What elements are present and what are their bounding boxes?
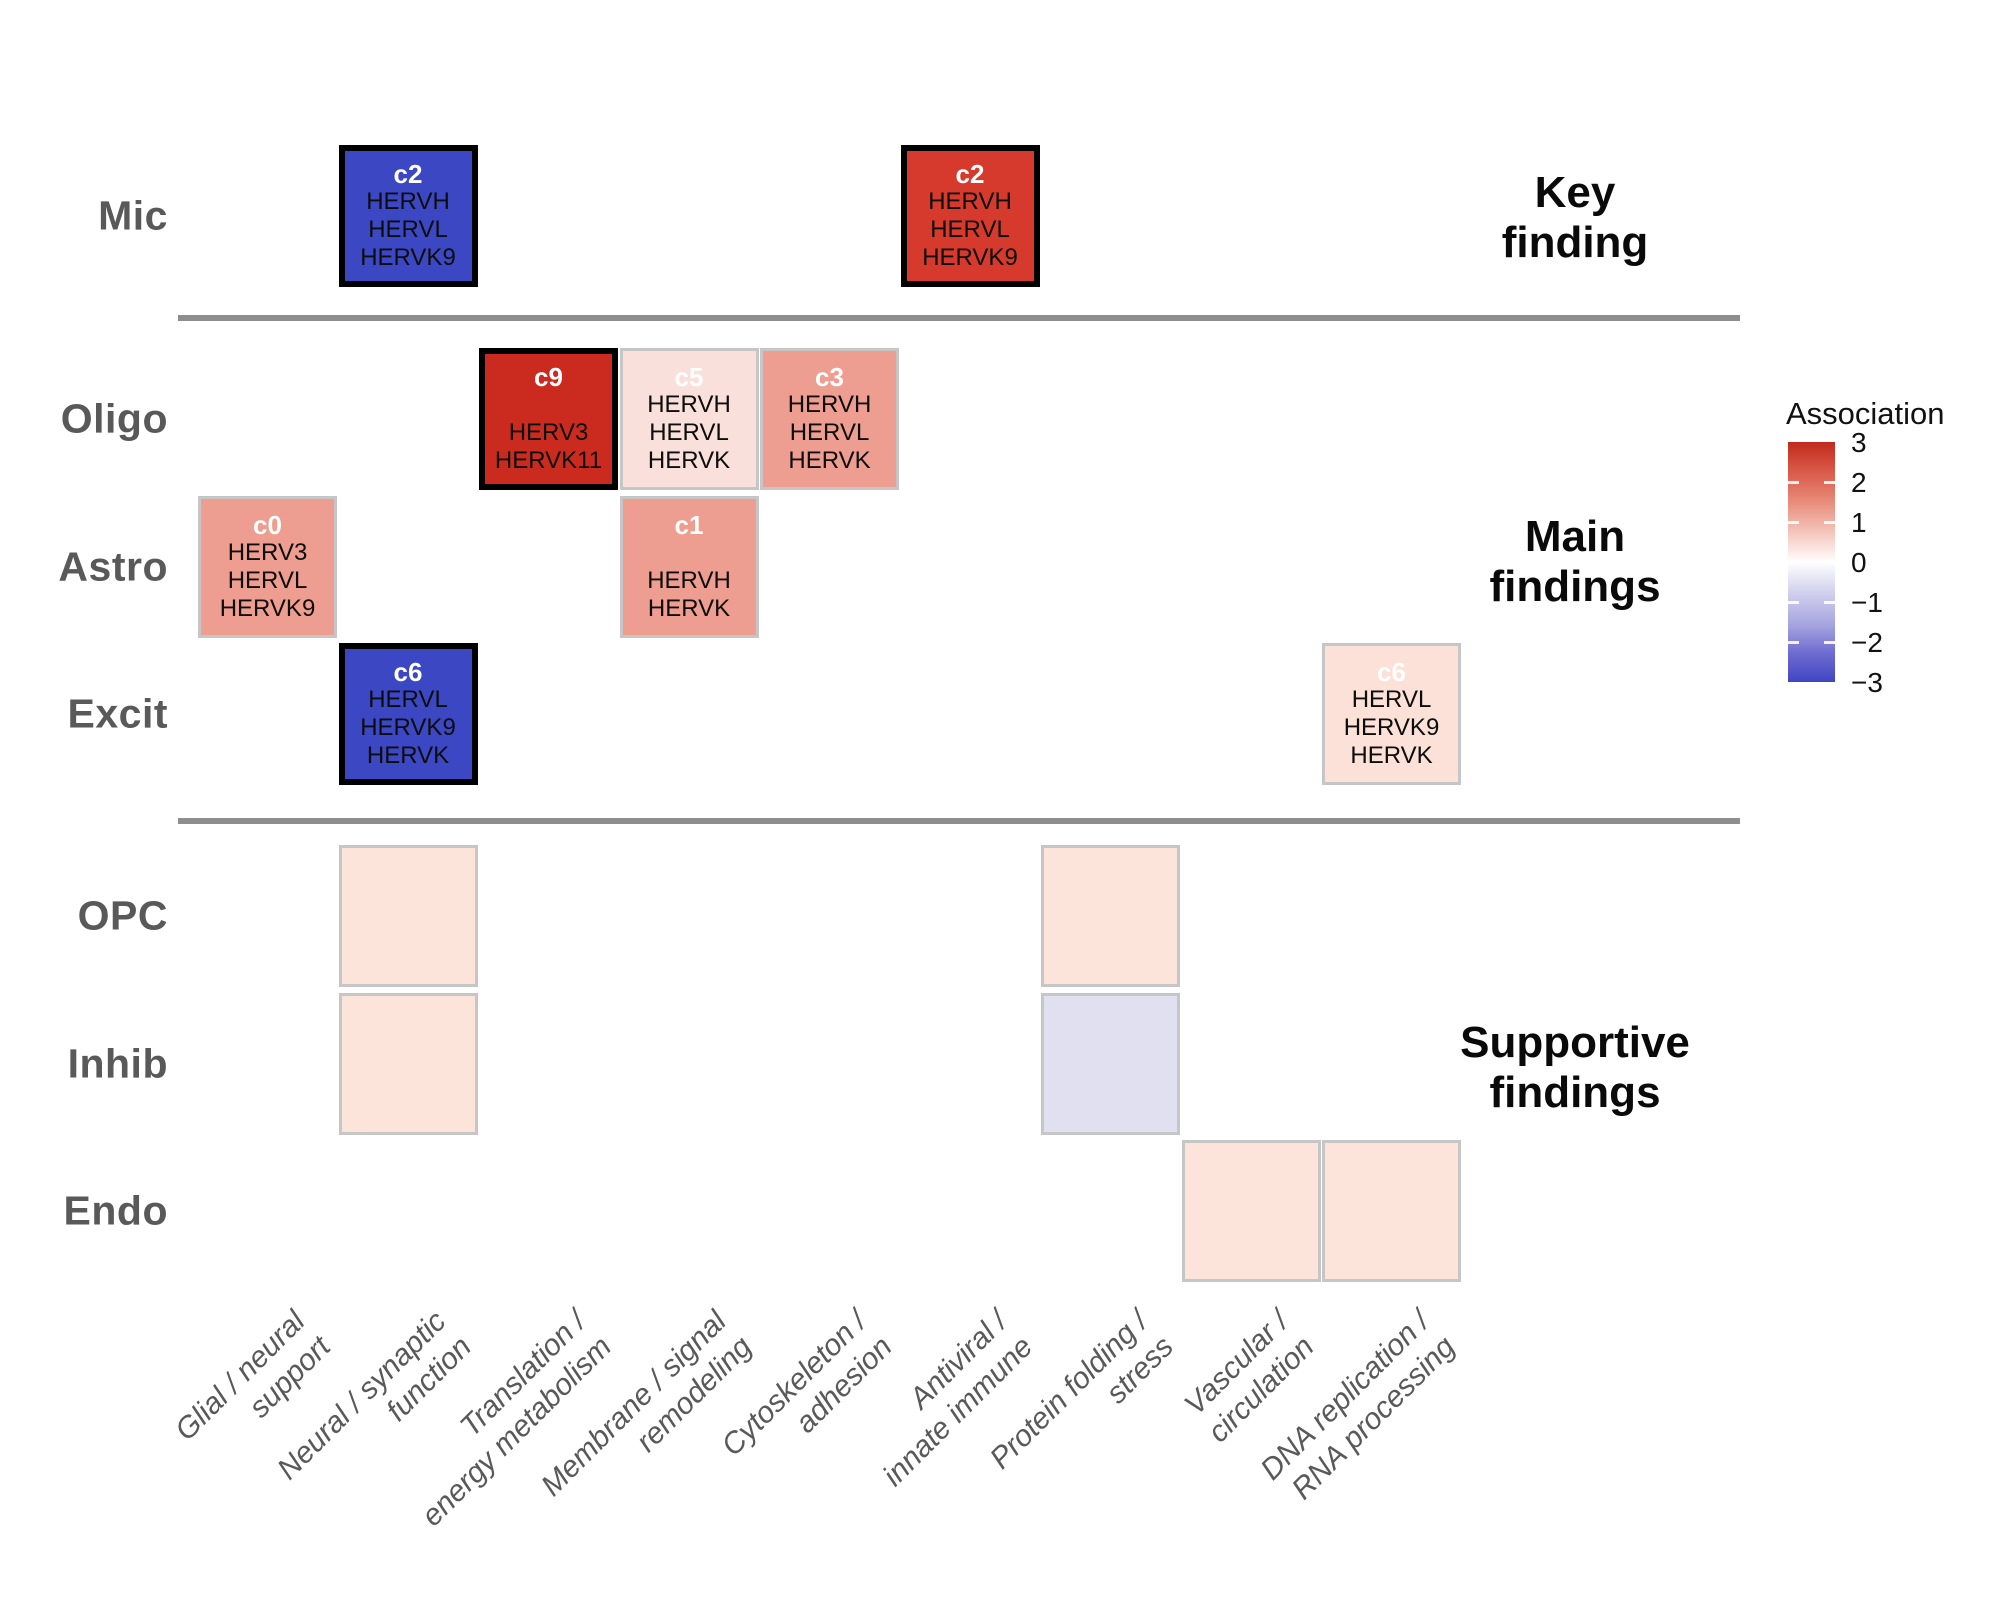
legend-notch bbox=[1788, 521, 1799, 524]
tile-cluster-label: c9 bbox=[534, 362, 563, 392]
tile-herv-label: HERVL bbox=[368, 216, 448, 243]
tile-herv-label: HERVL bbox=[368, 686, 448, 713]
heatmap-tile-opc bbox=[338, 845, 478, 987]
section-label-line: Supportive bbox=[1460, 1018, 1690, 1067]
heatmap-tile-inhib bbox=[1041, 992, 1180, 1135]
tile-herv-label: HERVH bbox=[787, 391, 872, 418]
heatmap-tile-endo bbox=[1322, 1140, 1461, 1282]
legend-tick: −3 bbox=[1851, 667, 1883, 698]
section-label-line: Key bbox=[1534, 168, 1616, 217]
section-divider-bottom bbox=[178, 818, 1740, 824]
row-label-opc: OPC bbox=[77, 892, 168, 939]
legend-notch bbox=[1788, 561, 1799, 564]
tile-cluster-label: c5 bbox=[674, 362, 704, 392]
legend-tick: −1 bbox=[1851, 587, 1883, 618]
section-label-key-finding: Key finding bbox=[1375, 168, 1775, 268]
tile-cluster-label: c3 bbox=[815, 362, 844, 392]
tile-herv-label: HERVK bbox=[366, 742, 450, 769]
heatmap-tile-opc bbox=[1041, 845, 1180, 987]
tile-herv-label: HERVL bbox=[649, 419, 729, 446]
legend-notch bbox=[1824, 561, 1835, 564]
tile-cluster-label: c6 bbox=[1377, 657, 1406, 687]
section-label-line: findings bbox=[1489, 1068, 1661, 1117]
legend-notch bbox=[1824, 481, 1835, 484]
tile-herv-label: HERVK9 bbox=[1343, 714, 1440, 741]
heatmap-tile-inhib bbox=[338, 992, 478, 1135]
tile-herv-label: HERVK9 bbox=[922, 244, 1018, 271]
legend-tick: −2 bbox=[1851, 627, 1883, 658]
section-label-line: Main bbox=[1524, 512, 1626, 561]
row-label-mic: Mic bbox=[98, 192, 168, 239]
legend-tick: 0 bbox=[1851, 547, 1867, 578]
row-label-oligo: Oligo bbox=[60, 395, 168, 442]
legend-notch bbox=[1824, 641, 1835, 644]
tile-cluster-label: c2 bbox=[955, 159, 985, 189]
section-divider-top bbox=[178, 315, 1740, 321]
tile-herv-label: HERVK bbox=[647, 447, 731, 474]
row-label-astro: Astro bbox=[58, 543, 168, 590]
row-label-endo: Endo bbox=[63, 1187, 168, 1234]
section-label-supportive-findings: Supportive findings bbox=[1375, 1018, 1775, 1118]
legend-title: Association bbox=[1786, 396, 1945, 431]
tile-herv-label: HERVK11 bbox=[494, 447, 603, 474]
tile-cluster-label: c1 bbox=[674, 509, 704, 540]
tile-cluster-label: c0 bbox=[253, 509, 282, 540]
legend-tick: 1 bbox=[1851, 507, 1867, 538]
tile-herv-label: HERVL bbox=[930, 216, 1010, 243]
tile-herv-label: HERVH bbox=[647, 391, 731, 418]
tile-herv-label: HERVL bbox=[789, 419, 870, 446]
legend-notch bbox=[1824, 601, 1835, 604]
tile-herv-label: HERVK9 bbox=[360, 714, 456, 741]
tile-herv-label: HERVK9 bbox=[360, 244, 456, 271]
legend-notch bbox=[1788, 641, 1799, 644]
legend-notch bbox=[1788, 601, 1799, 604]
tile-herv-label: HERVH bbox=[647, 566, 731, 594]
tile-herv-label: HERVK bbox=[647, 594, 731, 622]
tile-herv-label: HERVL bbox=[1351, 686, 1432, 713]
legend-tick: 2 bbox=[1851, 467, 1867, 498]
tile-herv-label: HERVH bbox=[928, 188, 1012, 215]
tile-herv-label: HERVK bbox=[788, 447, 871, 474]
legend-tick: 3 bbox=[1851, 427, 1867, 458]
heatmap-tile-endo bbox=[1181, 1140, 1321, 1282]
tile-herv-label: HERVH bbox=[366, 188, 450, 215]
tile-cluster-label: c2 bbox=[393, 159, 423, 189]
section-label-main-findings: Main findings bbox=[1375, 512, 1775, 612]
tile-herv-label: HERV3 bbox=[508, 419, 589, 446]
legend-notch bbox=[1824, 521, 1835, 524]
tile-herv-label: HERVL bbox=[227, 566, 308, 594]
row-label-inhib: Inhib bbox=[67, 1040, 168, 1087]
tile-herv-label: HERVK9 bbox=[219, 594, 316, 622]
section-label-line: findings bbox=[1489, 562, 1661, 611]
row-label-excit: Excit bbox=[67, 690, 168, 737]
tile-herv-label: HERV3 bbox=[227, 538, 308, 566]
section-label-line: finding bbox=[1501, 218, 1649, 267]
tile-cluster-label: c6 bbox=[393, 657, 423, 687]
legend-notch bbox=[1788, 481, 1799, 484]
tile-herv-label: HERVK bbox=[1350, 742, 1433, 769]
